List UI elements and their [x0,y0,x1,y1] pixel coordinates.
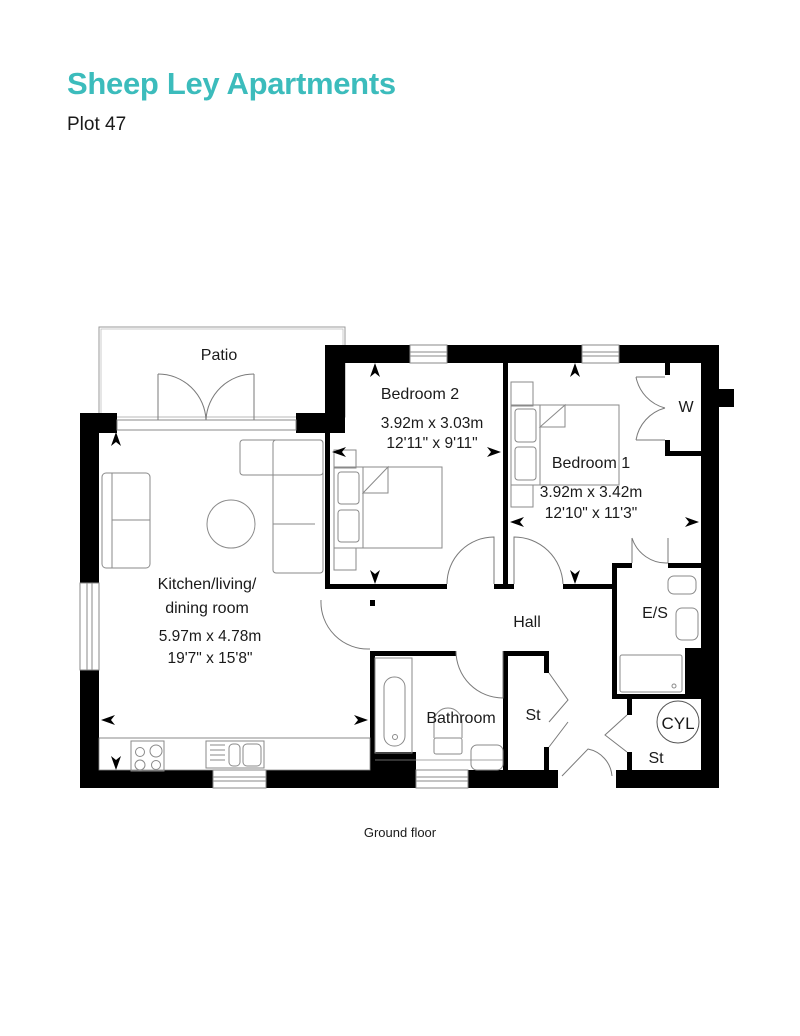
interior-doors [320,376,669,777]
patio-label: Patio [201,347,238,364]
store1-label: St [525,707,541,724]
patio-area [98,326,346,418]
walls [80,345,734,788]
dimension-arrows [101,363,699,770]
ensuite-label: E/S [642,605,668,622]
kitchen-metric: 5.97m x 4.78m [159,628,262,645]
bathroom-fixtures [374,657,504,771]
patio-doors [116,373,297,431]
bedroom2-metric: 3.92m x 3.03m [381,415,484,432]
wardrobe-label: W [678,399,694,416]
living-furniture [98,439,371,772]
bedroom1-imperial: 12'10" x 11'3" [545,505,637,522]
bedroom1-label: Bedroom 1 [552,455,630,472]
store2-label: St [648,750,664,767]
bedroom2-imperial: 12'11" x 9'11" [386,435,477,452]
floor-caption: Ground floor [363,825,437,840]
windows [79,344,620,789]
bedroom1-bed [510,381,620,508]
cylinder-label: CYL [661,714,694,733]
kitchen-label-line2: dining room [165,600,249,617]
hall-label: Hall [513,614,541,631]
plot-number: Plot 47 [67,114,127,135]
kitchen-imperial: 19'7" x 15'8" [167,650,252,667]
kitchen-label-line1: Kitchen/living/ [158,576,257,593]
cylinder: CYL [656,700,700,744]
bedroom2-bed [333,449,443,571]
bedroom1-metric: 3.92m x 3.42m [540,484,643,501]
page-title: Sheep Ley Apartments [67,66,396,101]
bathroom-label: Bathroom [426,710,495,727]
ensuite-fixtures [619,575,699,693]
bedroom2-label: Bedroom 2 [381,386,459,403]
room-labels: Patio Bedroom 2 3.92m x 3.03m 12'11" x 9… [158,347,695,767]
